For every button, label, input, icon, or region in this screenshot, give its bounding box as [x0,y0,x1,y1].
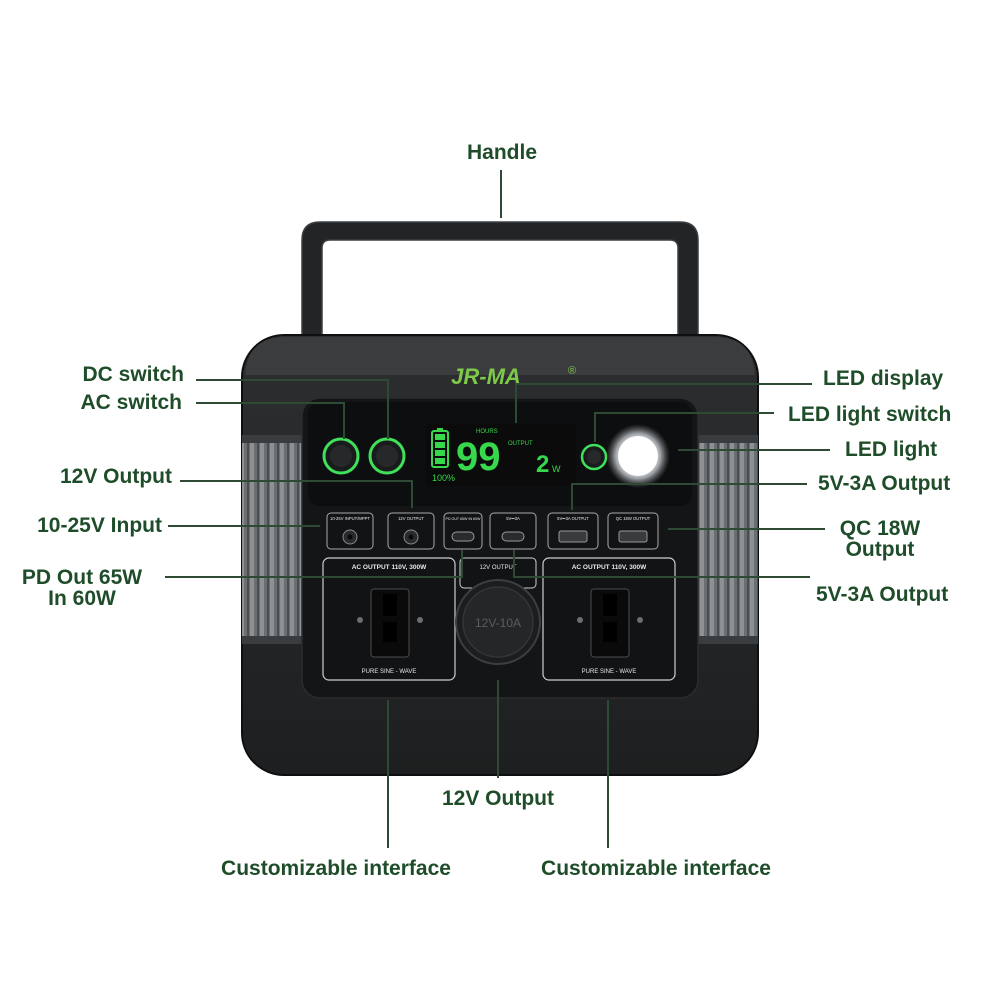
label-led-display: LED display [823,367,944,390]
car-socket-cap[interactable] [462,586,534,658]
battery-icon [431,428,449,468]
label-5v-3a-top: 5V-3A Output [818,472,951,495]
leader-12v-output-top [180,480,413,482]
right-rib-panel [698,435,758,644]
label-led-light-switch: LED light switch [788,403,952,426]
label-ac-switch: AC switch [80,391,182,414]
label-10-25v-input: 10-25V Input [37,514,162,537]
pd-typec-port[interactable] [451,531,475,542]
leader-5v-3a-bottom [513,576,810,578]
leader-pd [165,576,463,578]
leader-5v-3a-top [571,483,807,485]
leader-dc-switch [196,379,389,381]
ac-outlet-left: AC OUTPUT 110V, 300W PURE SINE - WAVE [322,557,456,681]
car-socket-cap-text: 12V-10A [475,616,521,630]
display-watts-unit: W [552,464,561,474]
ac-right-socket-top[interactable] [603,594,617,616]
ac-switch[interactable] [368,437,406,475]
handle [301,221,699,346]
ac-left-title: AC OUTPUT 110V, 300W [352,564,427,571]
ac-left-foot: PURE SINE - WAVE [362,669,417,675]
label-custom-left: Customizable interface [221,857,451,880]
label-qc-line1: QC 18W [839,517,921,540]
port-usb-a-label: 5V⎓3A OUTPUT [557,516,589,521]
label-5v-3a-bottom: 5V-3A Output [816,583,949,606]
leader-ac-switch [196,402,345,404]
display-watts-value: 2 [536,451,549,478]
leader-led-light-switch [594,412,774,414]
usb-a-port[interactable] [558,530,588,543]
led-light-switch[interactable] [580,443,608,471]
qc-port[interactable] [618,530,648,543]
left-rib-panel [242,435,302,644]
label-dc-switch: DC switch [82,363,184,386]
leader-12v-output-bottom [497,680,499,778]
ac-left-socket-top[interactable] [383,594,397,616]
car-socket-12v: 12V OUTPUT 12V-10A [455,557,541,665]
port-pd-label: PD OUT 65W IN 60W [446,517,481,521]
label-12v-output-bottom: 12V Output [441,787,554,810]
leader-10-25v-input [168,525,320,527]
leader-led-display [515,383,812,385]
leader-qc [668,528,825,530]
leader-handle [500,170,502,218]
label-led-light: LED light [845,438,938,461]
display-battery-pct: 100% [432,473,455,483]
label-handle: Handle [466,141,537,164]
brand-reg-mark: ® [568,365,576,377]
leader-led-light [678,449,830,451]
ac-right-title: AC OUTPUT 110V, 300W [572,564,647,571]
typec-port[interactable] [501,531,525,542]
led-display: 99 HOURS OUTPUT 100% 2 W [426,424,576,486]
display-hours-label: HOURS [476,429,498,435]
ac-outlet-right: AC OUTPUT 110V, 300W PURE SINE - WAVE [542,557,676,681]
leader-custom-left [387,700,389,848]
display-main-value: 99 [456,435,501,479]
label-custom-right: Customizable interface [541,857,771,880]
port-qc-label: QC 18W OUTPUT [616,516,651,521]
display-output-label: OUTPUT [508,441,533,447]
label-qc-line2: Output [845,538,915,561]
car-socket-title: 12V OUTPUT [479,565,516,571]
ac-right-foot: PURE SINE - WAVE [582,669,637,675]
port-typec-label: 5V⎓3A [506,516,520,521]
port-dc-output-label: 12V OUTPUT [398,516,424,521]
label-12v-output-top: 12V Output [59,465,172,488]
led-light [606,424,670,488]
port-row: 10-25V INPUT/MPPT 12V OUTPUT PD OUT 65W … [326,512,659,550]
brand-logo: JR-MA [451,364,521,389]
port-dc-input-label: 10-25V INPUT/MPPT [330,516,370,521]
label-pd-line1: PD Out 65W [21,566,143,589]
leader-custom-right [607,700,609,848]
label-pd-line2: In 60W [48,587,116,610]
dc-switch[interactable] [322,437,360,475]
